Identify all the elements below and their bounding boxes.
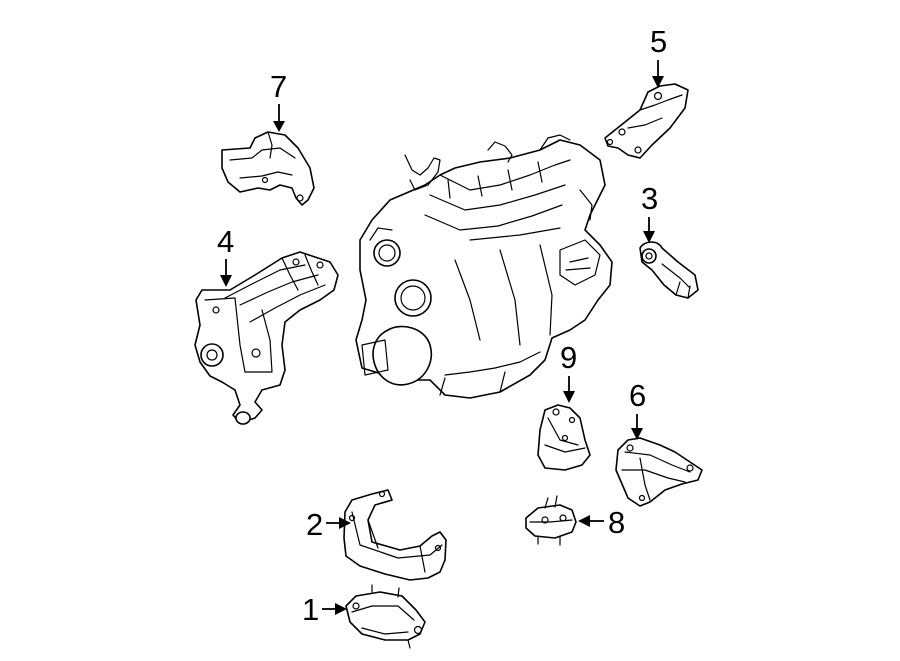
callout-4: 4	[217, 224, 234, 287]
callout-number: 6	[629, 378, 646, 413]
callout-number: 9	[560, 340, 577, 375]
mount-9	[537, 404, 591, 471]
bracket-7	[221, 131, 315, 206]
link-3	[639, 241, 699, 299]
mount-bracket-4	[194, 251, 339, 425]
callout-6: 6	[629, 378, 646, 440]
callout-number: 2	[306, 507, 323, 542]
callout-7: 7	[270, 69, 287, 132]
callout-8: 8	[578, 505, 625, 540]
mount-1	[345, 584, 426, 649]
mount-6	[615, 437, 703, 507]
callout-number: 1	[302, 592, 319, 627]
callout-9: 9	[560, 340, 577, 403]
engine-assembly	[355, 134, 613, 399]
callout-number: 3	[641, 181, 658, 216]
bracket-2	[343, 489, 447, 581]
callout-number: 8	[608, 505, 625, 540]
callout-number: 4	[217, 224, 234, 259]
callout-number: 7	[270, 69, 287, 104]
callout-1: 1	[302, 592, 347, 627]
callout-5: 5	[650, 24, 667, 88]
callout-3: 3	[641, 181, 658, 243]
callout-2: 2	[306, 507, 351, 542]
mount-8	[525, 495, 577, 546]
callout-number: 5	[650, 24, 667, 59]
bracket-5	[604, 83, 689, 159]
